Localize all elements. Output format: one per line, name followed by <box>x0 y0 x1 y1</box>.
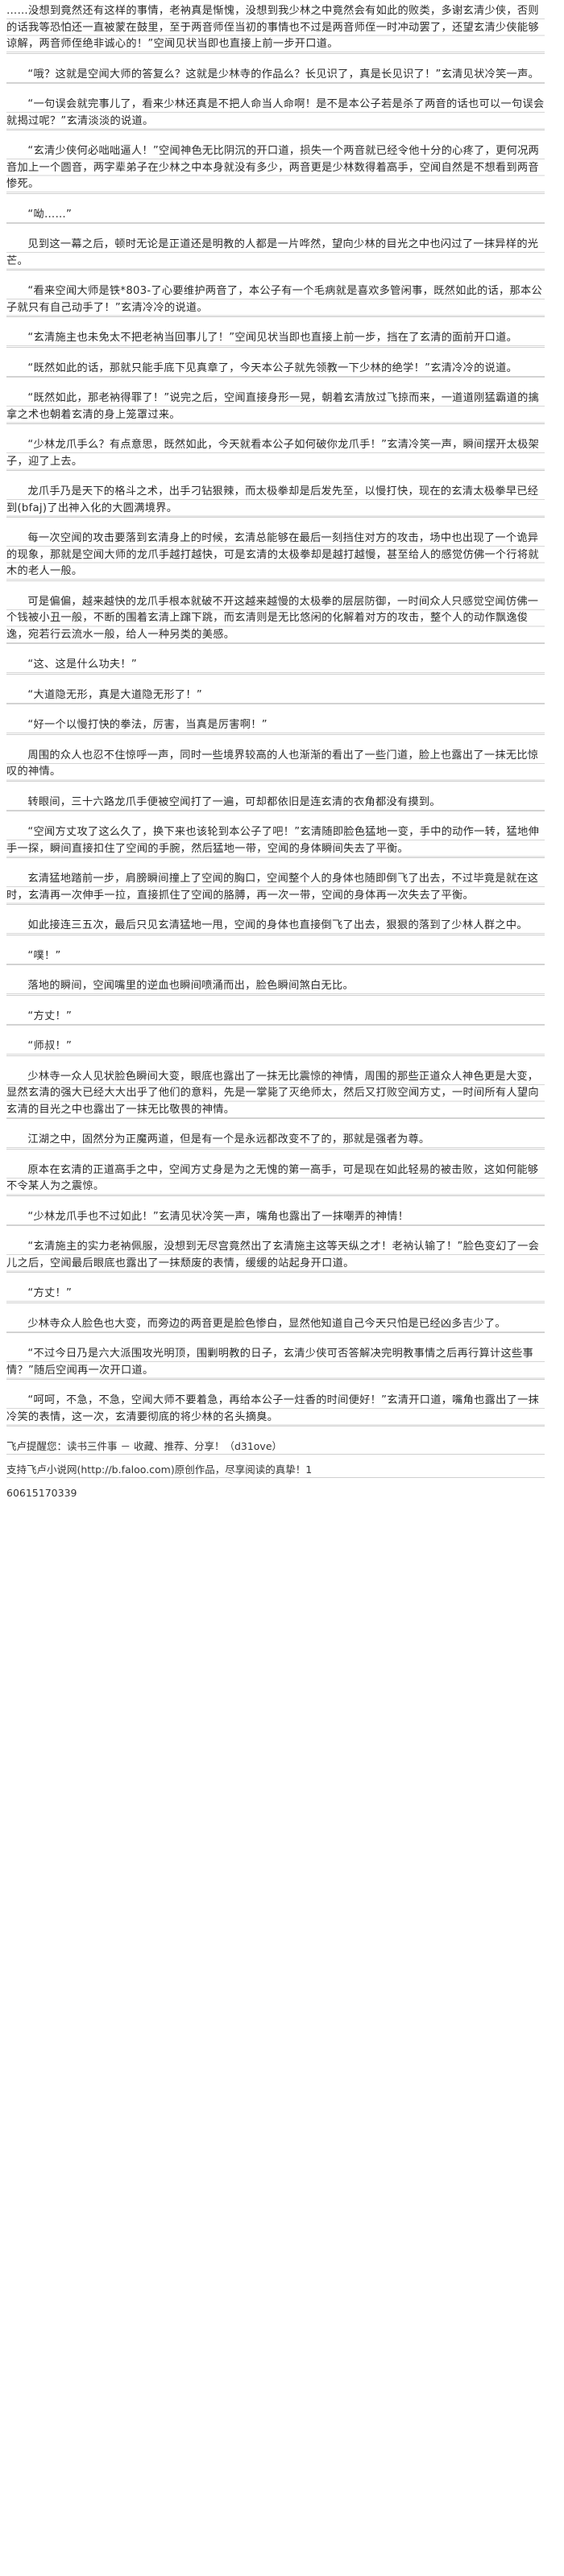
paragraph: “不过今日乃是六大派围攻光明顶，围剿明教的日子，玄清少侠可否答解决完明教事情之后… <box>6 1346 545 1380</box>
paragraph: “方丈！” <box>6 1008 545 1026</box>
paragraph: “好一个以慢打快的拳法，厉害，当真是厉害啊！” <box>6 717 545 735</box>
paragraph: “大道隐无形，真是大道隐无形了！” <box>6 687 545 704</box>
paragraph: “师叔！” <box>6 1038 545 1056</box>
paragraph: “玄清施主的实力老衲佩服，没想到无尽宫竟然出了玄清施主这等天纵之才！老衲认输了！… <box>6 1239 545 1273</box>
paragraph: “哦？这就是空闻大师的答复么？这就是少林寺的作品么？长见识了，真是长见识了！”玄… <box>6 66 545 84</box>
paragraph: “空闻方丈攻了这么久了，换下来也该轮到本公子了吧！”玄清随即脸色猛地一变，手中的… <box>6 824 545 858</box>
paragraph: 转眼间，三十六路龙爪手便被空闻打了一遍，可却都依旧是连玄清的衣角都没有摸到。 <box>6 794 545 811</box>
paragraph: “既然如此，那老衲得罪了！”说完之后，空闻直接身形一晃，朝着玄清放过飞掠而来，一… <box>6 390 545 424</box>
chapter-body: ……没想到竟然还有这样的事情，老衲真是惭愧，没想到我少林之中竟然会有如此的败类，… <box>6 3 545 1426</box>
footer: 飞卢提醒您：读书三件事 － 收藏、推荐、分享！（d31ove） 支持飞卢小说网(… <box>6 1439 545 1501</box>
paragraph: “方丈！” <box>6 1286 545 1303</box>
paragraph: 见到这一幕之后，顿时无论是正道还是明教的人都是一片哗然，望向少林的目光之中也闪过… <box>6 237 545 270</box>
paragraph: “玄清少侠何必咄咄逼人！”空闻神色无比阴沉的开口道，损失一个两音就已经令他十分的… <box>6 143 545 194</box>
paragraph: 少林寺一众人见状脸色瞬间大变，眼底也露出了一抹无比震惊的神情，周围的那些正道众人… <box>6 1068 545 1119</box>
support-notice[interactable]: 支持飞卢小说网(http://b.faloo.com)原创作品，尽享阅读的真挚！… <box>6 1463 545 1478</box>
paragraph: “少林龙爪手也不过如此！”玄清见状冷笑一声，嘴角也露出了一抹嘲弄的神情！ <box>6 1208 545 1226</box>
paragraph: “既然如此的话，那就只能手底下见真章了，今天本公子就先领教一下少林的绝学！”玄清… <box>6 360 545 378</box>
paragraph: 可是偏偏，越来越快的龙爪手根本就破不开这越来越慢的太极拳的层层防御，一时间众人只… <box>6 593 545 644</box>
paragraph: 如此接连三五次，最后只见玄清猛地一甩，空闻的身体也直接倒飞了出去，狠狠的落到了少… <box>6 918 545 935</box>
paragraph: “一句误会就完事儿了，看来少林还真是不把人命当人命啊！是不是本公子若是杀了两音的… <box>6 97 545 130</box>
paragraph: 江湖之中，固然分为正魔两道，但是有一个是永远都改变不了的，那就是强者为尊。 <box>6 1132 545 1150</box>
paragraph: 落地的瞬间，空闻嘴里的逆血也瞬间喷涌而出，脸色瞬间煞白无比。 <box>6 978 545 996</box>
paragraph: 每一次空闻的攻击要落到玄清身上的时候，玄清总能够在最后一刻挡住对方的攻击，场中也… <box>6 530 545 581</box>
paragraph: ……没想到竟然还有这样的事情，老衲真是惭愧，没想到我少林之中竟然会有如此的败类，… <box>6 3 545 54</box>
paragraph: “少林龙爪手么？有点意思，既然如此，今天就看本公子如何破你龙爪手！”玄清冷笑一声… <box>6 437 545 471</box>
paragraph: “看来空闻大师是铁*803-了心要维护两音了，本公子有一个毛病就是喜欢多管闲事，… <box>6 283 545 317</box>
paragraph: “这、这是什么功夫！” <box>6 657 545 675</box>
paragraph: “呦……” <box>6 206 545 224</box>
paragraph: “玄清施主也未免太不把老衲当回事儿了！”空闻见状当即也直接上前一步，挡在了玄清的… <box>6 330 545 348</box>
paragraph: 玄清猛地踏前一步，肩膀瞬间撞上了空闻的胸口，空闻整个人的身体也随即倒飞了出去，不… <box>6 871 545 905</box>
paragraph: 少林寺众人脸色也大变，而旁边的两音更是脸色惨白，显然他知道自己今天只怕是已经凶多… <box>6 1315 545 1333</box>
paragraph: 周围的众人也忍不住惊呼一声，同时一些境界较高的人也渐渐的看出了一些门道，脸上也露… <box>6 747 545 782</box>
paragraph: “噗！” <box>6 947 545 965</box>
paragraph: 龙爪手乃是天下的格斗之术，出手刁钻狠辣，而太极拳却是后发先至，以慢打快，现在的玄… <box>6 484 545 518</box>
recommend-notice: 飞卢提醒您：读书三件事 － 收藏、推荐、分享！（d31ove） <box>6 1439 545 1455</box>
paragraph: “呵呵，不急，不急，空闻大师不要着急，再给本公子一炷香的时间便好！”玄清开口道，… <box>6 1393 545 1426</box>
page-code: 60615170339 <box>6 1487 77 1499</box>
paragraph: 原本在玄清的正道高手之中，空闻方丈身是为之无愧的第一高手，可是现在如此轻易的被击… <box>6 1162 545 1196</box>
